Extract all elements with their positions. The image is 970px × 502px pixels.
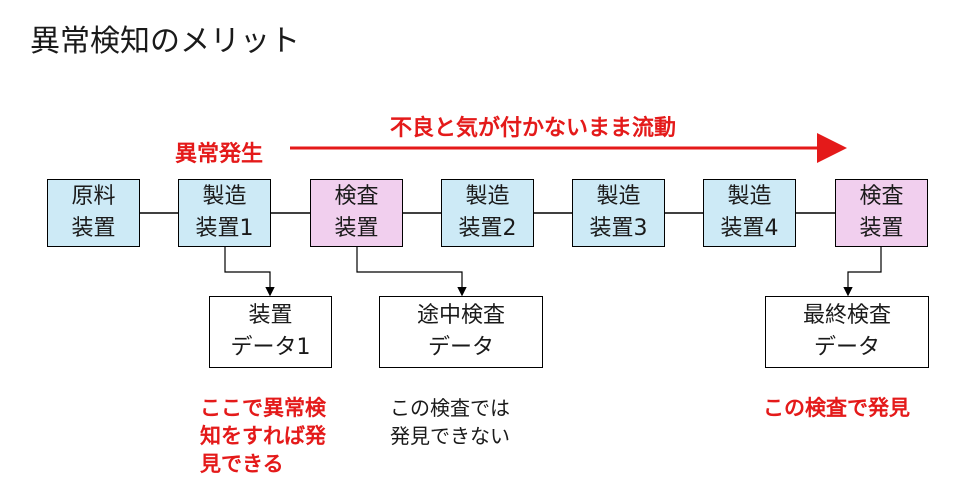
flow-label: 不良と気が付かないまま流動	[390, 116, 677, 141]
branch-arrow-final-data	[843, 247, 882, 297]
branch-arrow-device-data	[224, 247, 275, 297]
process-box-manufacturing-1: 製造 装置1	[178, 179, 271, 247]
process-box-manufacturing-3: 製造 装置3	[572, 179, 665, 247]
anomaly-label: 異常発生	[175, 142, 264, 167]
page-title: 異常検知のメリット	[30, 24, 300, 59]
data-box-device: 装置 データ1	[209, 296, 332, 368]
data-box-final-inspection: 最終検査 データ	[765, 296, 929, 368]
data-box-midway-inspection: 途中検査 データ	[379, 296, 543, 368]
process-box-material: 原料 装置	[47, 179, 140, 247]
process-box-inspection-final: 検査 装置	[835, 179, 928, 247]
branch-arrow-midway-data	[356, 247, 467, 297]
note-device-data: ここで異常検 知をすれば発 見できる	[200, 396, 326, 476]
process-box-manufacturing-2: 製造 装置2	[441, 179, 534, 247]
note-final: この検査で発見	[763, 396, 910, 420]
process-box-manufacturing-4: 製造 装置4	[703, 179, 796, 247]
note-midway: この検査では 発見できない	[390, 396, 510, 448]
process-box-inspection-midway: 検査 装置	[310, 179, 403, 247]
